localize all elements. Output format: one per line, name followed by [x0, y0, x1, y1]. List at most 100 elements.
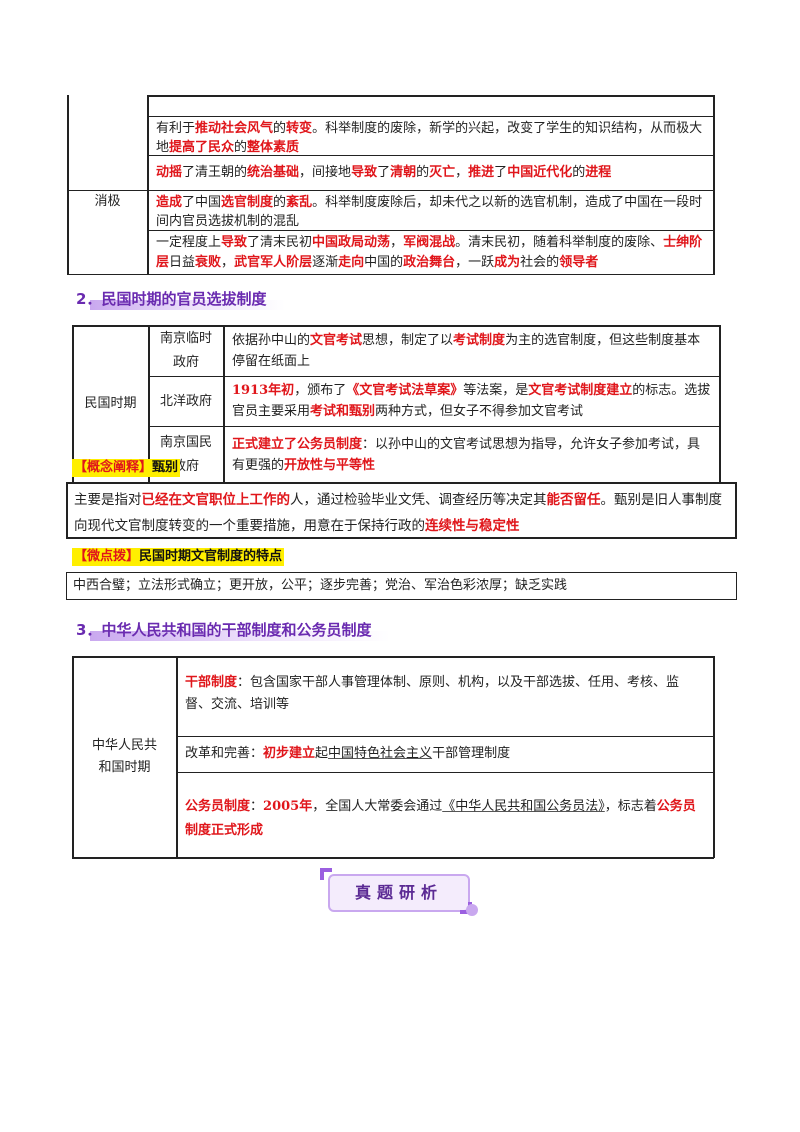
beiyang-seg: 《文官考试法草案》 [346, 383, 464, 398]
civil-servant-seg: 公务员制度 [185, 799, 251, 814]
positive-row-2-seg: 动摇 [156, 165, 183, 180]
positive-row-1-seg: 的 [273, 121, 287, 136]
positive-row-1-seg: 有利于 [156, 121, 196, 136]
negative-row-1-seg: 。科举制度废除后，却未代之以新的选官机制，造成了中国在一段时间内官员选拔机制的混… [156, 195, 703, 229]
negative-row-1-seg: 紊乱 [286, 195, 313, 210]
tip-text: 中西合璧；立法形式确立；更开放，公平；逐步完善；党治、军治色彩浓厚；缺乏实践 [73, 578, 568, 593]
civil-servant-seg: ： [250, 799, 264, 814]
positive-row-1-seg: 提高了民众 [169, 140, 235, 155]
negative-row-2-seg: 成为 [494, 255, 521, 270]
civil-servant-seg: ，标志着 [604, 799, 657, 814]
positive-row-1-seg: 推动社会风气 [195, 121, 274, 136]
banner-text: 真题研析 [354, 883, 443, 902]
nanjing-national-seg: ：以孙中山的文官考试思想为指导，允许女子参加考试，具有更强的 [232, 437, 701, 473]
concept-tag: 【概念阐释】甄别 [72, 459, 181, 477]
negative-row-2-seg: 衰败 [195, 255, 222, 270]
positive-row-2-seg: 推进 [468, 165, 495, 180]
tip-box: 中西合璧；立法形式确立；更开放，公平；逐步完善；党治、军治色彩浓厚；缺乏实践 [66, 572, 737, 600]
civil-servant-seg: 2005年 [263, 799, 313, 814]
row-beiyang: 1913年初，颁布了《文官考试法草案》等法案，是文官考试制度建立的标志。选拔官员… [224, 377, 719, 426]
positive-row-2-seg: 了 [377, 165, 391, 180]
positive-row-2-seg: 导致 [351, 165, 378, 180]
row-reform: 改革和完善：初步建立起中国特色社会主义干部管理制度 [177, 743, 713, 765]
cadre-system-seg: 干部制度 [185, 675, 238, 690]
beiyang-seg: 等法案，是 [463, 383, 529, 398]
negative-row-2-seg: 士绅阶层 [156, 235, 703, 270]
positive-row-1-seg: 整体素质 [247, 140, 300, 155]
nanjing-provisional-seg: 依据孙中山的 [232, 333, 311, 348]
nanjing-provisional-seg: 思想，制定了以 [362, 333, 454, 348]
row-nanjing-provisional: 依据孙中山的文官考试思想，制定了以考试制度为主的选官制度，但这些制度基本停留在纸… [224, 326, 719, 376]
positive-row-1-seg: 的 [234, 140, 248, 155]
tip-tag: 【微点拨】民国时期文官制度的特点 [72, 548, 285, 566]
reform-seg: 中国特色社会主义 [328, 746, 433, 761]
gov-nanjing-provisional: 南京临时政府 [159, 331, 212, 370]
negative-row-2-seg: ，一跃 [455, 255, 495, 270]
beiyang-seg: 的标志。选拔官员主要采用 [232, 383, 711, 419]
negative-row-2-seg: 一定程度上 [156, 235, 222, 250]
concept-seg: 已经在文官职位上工作的 [141, 492, 291, 508]
nanjing-national-seg: 开放性与平等性 [284, 458, 376, 473]
reform-seg: 初步建立 [263, 746, 316, 761]
concept-seg: 主要是指对 [74, 492, 142, 508]
section-2-heading: 2．民国时期的官员选拔制度 [76, 290, 267, 308]
positive-row-1-seg: 。科举制度的废除，新学的兴起，改变了学生的知识结构，从而极大地 [156, 121, 703, 155]
beiyang-seg: 1913年初 [232, 383, 295, 398]
positive-row-1-seg: 转变 [286, 121, 313, 136]
negative-row-2-seg: 导致 [221, 235, 248, 250]
negative-row-2-seg: 社会的 [520, 255, 560, 270]
reform-seg: 干部管理制度 [432, 746, 511, 761]
concept-text: 主要是指对已经在文官职位上工作的人，通过检验毕业文凭、调查经历等决定其能否留任。… [68, 487, 735, 539]
positive-row-2-seg: 清朝 [390, 165, 417, 180]
period-label-republic: 民国时期 [84, 396, 137, 411]
negative-row-2-seg: ， [390, 235, 404, 250]
row-cadre-system: 干部制度：包含国家干部人事管理体制、原则、机构，以及干部选拔、任用、考核、监督、… [177, 672, 713, 716]
row-nanjing-national: 正式建立了公务员制度：以孙中山的文官考试思想为指导，允许女子参加考试，具有更强的… [224, 427, 719, 482]
positive-row-2-seg: ，间接地 [299, 165, 352, 180]
period-label-prc: 中华人民共和国时期 [91, 738, 157, 775]
positive-row-2-seg: 进程 [585, 165, 612, 180]
concept-seg: 人，通过检验毕业文凭、调查经历等决定其 [290, 492, 547, 508]
positive-row-2-seg: 灭亡 [429, 165, 456, 180]
negative-row-2-seg: 领导者 [559, 255, 599, 270]
nanjing-provisional-seg: 考试制度 [453, 333, 506, 348]
positive-row-2: 动摇了清王朝的统治基础，间接地导致了清朝的灭亡，推进了中国近代化的进程 [148, 158, 713, 190]
negative-row-2-seg: 武官军人阶层 [234, 255, 313, 270]
negative-row-1: 造成了中国选官制度的紊乱。科举制度废除后，却未代之以新的选官机制，造成了中国在一… [148, 191, 713, 231]
negative-row-2-seg: 日益 [169, 255, 196, 270]
beiyang-seg: ，颁布了 [294, 383, 347, 398]
nanjing-provisional-seg: 为主的选官制度，但这些制度基本停留在纸面上 [232, 333, 701, 369]
negative-row-2: 一定程度上导致了清末民初中国政局动荡，军阀混战。清末民初，随着科举制度的废除、士… [148, 231, 713, 274]
reform-seg: 改革和完善： [185, 746, 264, 761]
negative-row-2-seg: 中国政局动荡 [312, 235, 391, 250]
negative-row-2-seg: 逐渐 [312, 255, 339, 270]
negative-row-1-seg: 选官制度 [221, 195, 274, 210]
concept-seg: 能否留任 [546, 492, 601, 508]
negative-row-2-seg: 。清末民初，随着科举制度的废除、 [455, 235, 664, 250]
civil-servant-seg: 公务员制度正式形成 [185, 799, 696, 838]
positive-row-1: 有利于推动社会风气的转变。科举制度的废除，新学的兴起，改变了学生的知识结构，从而… [148, 118, 713, 156]
gov-beiyang: 北洋政府 [159, 393, 212, 409]
reform-seg: 起 [315, 746, 329, 761]
concept-seg: 。甄别是旧人事制度向现代文官制度转变的一个重要措施，用意在于保持行政的 [74, 492, 722, 534]
beiyang-seg: 两种方式，但女子不得参加文官考试 [375, 404, 584, 419]
negative-row-2-seg: 了清末民初 [247, 235, 313, 250]
negative-label: 消极 [94, 194, 121, 209]
nanjing-provisional-seg: 文官考试 [310, 333, 363, 348]
row-civil-servant: 公务员制度：2005年，全国人大常委会通过《中华人民共和国公务员法》，标志着公务… [177, 795, 713, 843]
zhenti-banner: 真题研析 [320, 868, 480, 918]
section-3-heading: 3．中华人民共和国的干部制度和公务员制度 [76, 621, 372, 639]
civil-servant-seg: 《中华人民共和国公务员法》 [442, 799, 605, 814]
positive-row-2-seg: 了清王朝的 [182, 165, 248, 180]
cadre-system-seg: ：包含国家干部人事管理体制、原则、机构，以及干部选拔、任用、考核、监督、交流、培… [185, 675, 680, 712]
negative-row-1-seg: 的 [273, 195, 287, 210]
civil-servant-seg: ，全国人大常委会通过 [312, 799, 443, 814]
beiyang-seg: 考试和甄别 [310, 404, 376, 419]
negative-row-1-seg: 造成 [156, 195, 183, 210]
negative-row-2-seg: 中国的 [364, 255, 404, 270]
beiyang-seg: 文官考试制度建立 [528, 383, 633, 398]
positive-row-2-seg: 了 [494, 165, 508, 180]
negative-row-1-seg: 了中国 [182, 195, 222, 210]
negative-row-2-seg: 走向 [338, 255, 365, 270]
concept-seg: 连续性与稳定性 [425, 518, 520, 534]
